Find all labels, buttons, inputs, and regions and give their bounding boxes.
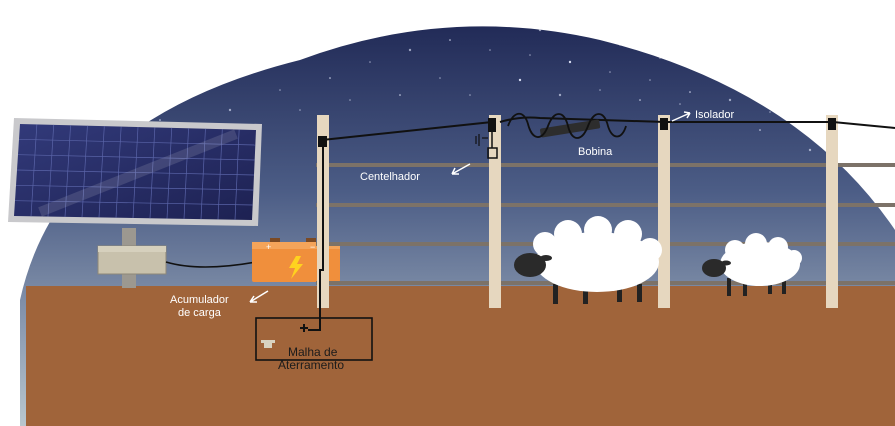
battery-plus-icon: + <box>266 242 271 252</box>
spark-gap-label: Centelhador <box>360 171 420 183</box>
star <box>299 109 301 111</box>
fence-posts <box>317 115 838 308</box>
star <box>558 93 562 97</box>
star <box>479 7 481 9</box>
battery-minus-icon: − <box>310 242 315 252</box>
star <box>378 28 382 32</box>
star <box>408 48 412 52</box>
star <box>469 94 471 96</box>
star <box>808 148 812 152</box>
star <box>459 17 461 19</box>
star <box>609 71 611 73</box>
star <box>349 99 351 101</box>
isolator-label: Isolador <box>695 109 734 121</box>
grounding-label-line1: Malha de <box>288 345 338 359</box>
panel-grid-line <box>18 138 256 146</box>
star <box>369 61 371 63</box>
star <box>819 119 821 121</box>
star <box>208 73 212 77</box>
star <box>679 103 681 105</box>
star <box>719 49 721 51</box>
star <box>538 28 542 32</box>
grounding-mesh <box>255 317 373 361</box>
star <box>439 77 441 79</box>
star <box>489 49 491 51</box>
star <box>299 51 301 53</box>
star <box>739 84 741 86</box>
star <box>499 23 501 25</box>
star <box>279 89 281 91</box>
star <box>599 89 601 91</box>
star <box>639 99 641 101</box>
isolator-post-1 <box>318 136 327 147</box>
fence-post-3 <box>658 115 670 308</box>
panel-grid-line <box>17 154 255 161</box>
solar-panel <box>8 118 262 288</box>
star <box>359 19 361 21</box>
star <box>759 129 761 131</box>
star <box>329 77 331 79</box>
star <box>728 98 732 102</box>
star <box>449 39 451 41</box>
star <box>849 169 851 171</box>
star <box>249 59 251 61</box>
isolators <box>318 118 836 147</box>
ground <box>26 286 895 426</box>
fence-post-2 <box>489 115 501 308</box>
controller-cable <box>165 261 257 268</box>
star <box>228 108 232 112</box>
panel-grid-line <box>15 184 254 191</box>
coil <box>507 112 627 139</box>
star <box>649 79 651 81</box>
lightning-bolt-icon <box>289 256 303 279</box>
ground-down-wire <box>308 144 324 331</box>
coil-label: Bobina <box>578 146 613 158</box>
sheep-large <box>514 216 662 304</box>
star <box>689 91 691 93</box>
star <box>769 111 771 113</box>
battery-label-line1: Acumulador <box>170 294 229 306</box>
star <box>419 21 421 23</box>
star <box>659 57 661 59</box>
isolator-post-4 <box>828 118 836 130</box>
star <box>568 60 572 64</box>
charge-controller-box <box>97 245 167 275</box>
sheep-small <box>702 233 802 296</box>
star <box>159 119 161 121</box>
fence-post-4 <box>826 115 838 308</box>
star <box>698 68 702 72</box>
panel-grid-line <box>14 200 253 206</box>
star <box>619 44 621 46</box>
grounding-label-line2: Aterramento <box>278 358 344 372</box>
star <box>399 94 401 96</box>
label-arrows <box>249 111 691 303</box>
star <box>779 99 781 101</box>
star <box>518 78 522 82</box>
star <box>579 34 581 36</box>
panel-grid-line <box>16 169 255 176</box>
star <box>339 39 341 41</box>
isolator-post-3 <box>660 118 668 130</box>
spark-gap-device <box>475 118 498 159</box>
star <box>529 54 531 56</box>
battery-label-line2: de carga <box>178 307 222 319</box>
top-conductor-wire <box>321 116 895 141</box>
